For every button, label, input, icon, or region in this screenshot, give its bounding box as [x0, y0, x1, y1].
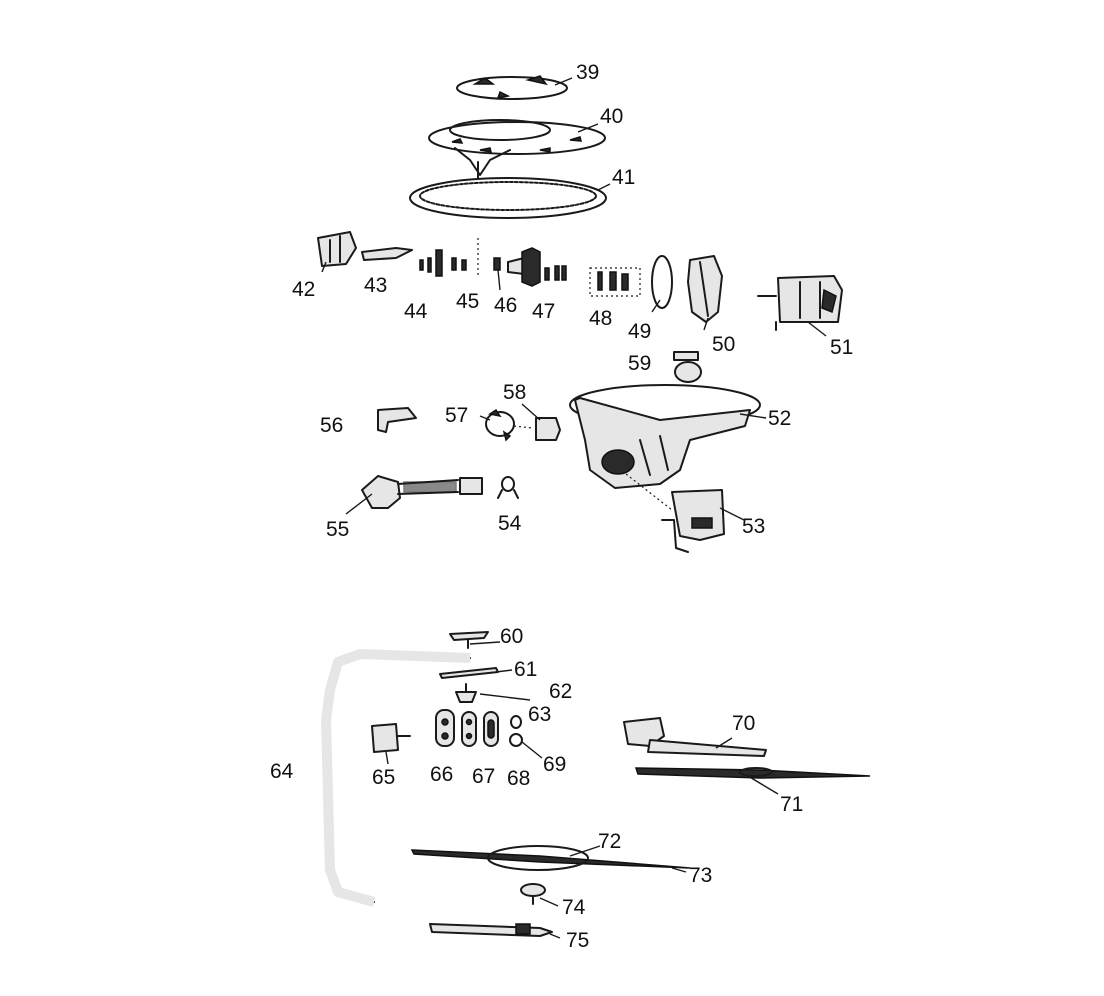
callout-49: 49: [628, 320, 651, 343]
part-40-fine-filter: [428, 119, 606, 179]
callout-70: 70: [732, 712, 755, 735]
part-41-coarse-filter-ring: [409, 177, 607, 219]
callout-72: 72: [598, 830, 621, 853]
callout-62: 62: [549, 680, 572, 703]
callout-41: 41: [612, 166, 635, 189]
part-55-hose: [361, 475, 483, 509]
callout-75: 75: [566, 929, 589, 952]
part-68-plate: [483, 711, 499, 747]
part-70-upper-arm-bracket: [623, 717, 767, 757]
part-57-clamp: [485, 408, 515, 442]
callout-47: 47: [532, 300, 555, 323]
callout-40: 40: [600, 105, 623, 128]
leader-lines: [321, 77, 827, 939]
callout-64: 64: [270, 760, 294, 783]
callout-71: 71: [780, 793, 803, 816]
callout-54: 54: [498, 512, 522, 535]
part-72-73-lower-spray-arm: [410, 845, 691, 871]
callout-46: 46: [494, 294, 517, 317]
part-53-drain-pump: [661, 489, 725, 553]
callout-48: 48: [589, 307, 612, 330]
callout-43: 43: [364, 274, 387, 297]
part-47-seal: [544, 265, 567, 281]
callout-56: 56: [320, 414, 343, 437]
part-64-supply-tube: [321, 649, 471, 907]
part-56-clip: [377, 407, 417, 433]
part-63-o-ring: [510, 715, 522, 729]
callout-51: 51: [830, 336, 853, 359]
callout-69: 69: [543, 753, 566, 776]
part-67-plate: [461, 711, 477, 747]
part-52-sump: [569, 384, 761, 489]
callout-61: 61: [514, 658, 537, 681]
callout-74: 74: [562, 896, 586, 919]
callout-50: 50: [712, 333, 735, 356]
part-39-filter-cap: [456, 75, 568, 100]
part-66-gasket: [435, 709, 455, 747]
callout-68: 68: [507, 767, 530, 790]
callout-52: 52: [768, 407, 791, 430]
callout-60: 60: [500, 625, 523, 648]
part-49-gasket: [651, 255, 673, 309]
callout-42: 42: [292, 278, 315, 301]
callout-45: 45: [456, 290, 479, 313]
part-61-seal: [439, 667, 499, 679]
part-42-bracket: [317, 231, 357, 267]
callout-44: 44: [404, 300, 428, 323]
part-60-nut: [449, 631, 489, 649]
part-62-bearing: [455, 683, 477, 703]
callout-58: 58: [503, 381, 526, 404]
callout-55: 55: [326, 518, 349, 541]
part-58-connector: [535, 417, 561, 441]
part-75-tube: [429, 923, 553, 937]
part-43-lever: [361, 247, 413, 261]
part-54-clamp: [497, 476, 519, 499]
callout-57: 57: [445, 404, 468, 427]
part-69-o-ring: [509, 733, 523, 747]
part-44-spring-set: [419, 249, 443, 277]
part-65-diverter: [371, 723, 411, 753]
part-71-spray-arm: [634, 767, 871, 779]
callout-65: 65: [372, 766, 395, 789]
callout-labels: 39 40 41 42 43 44 45 46 47 48 49 50 51 5…: [270, 61, 853, 952]
part-74-nut: [520, 883, 546, 905]
callout-59: 59: [628, 352, 651, 375]
callout-66: 66: [430, 763, 453, 786]
callout-39: 39: [576, 61, 599, 84]
part-46-impeller: [507, 247, 541, 287]
part-51-motor: [757, 275, 843, 331]
part-59-knob: [673, 351, 702, 383]
callout-67: 67: [472, 765, 495, 788]
callout-53: 53: [742, 515, 765, 538]
part-45-washer-set: [451, 257, 501, 271]
part-48-bearing-set: [589, 267, 641, 297]
part-50-housing: [687, 255, 723, 323]
callout-73: 73: [689, 864, 712, 887]
callout-63: 63: [528, 703, 551, 726]
